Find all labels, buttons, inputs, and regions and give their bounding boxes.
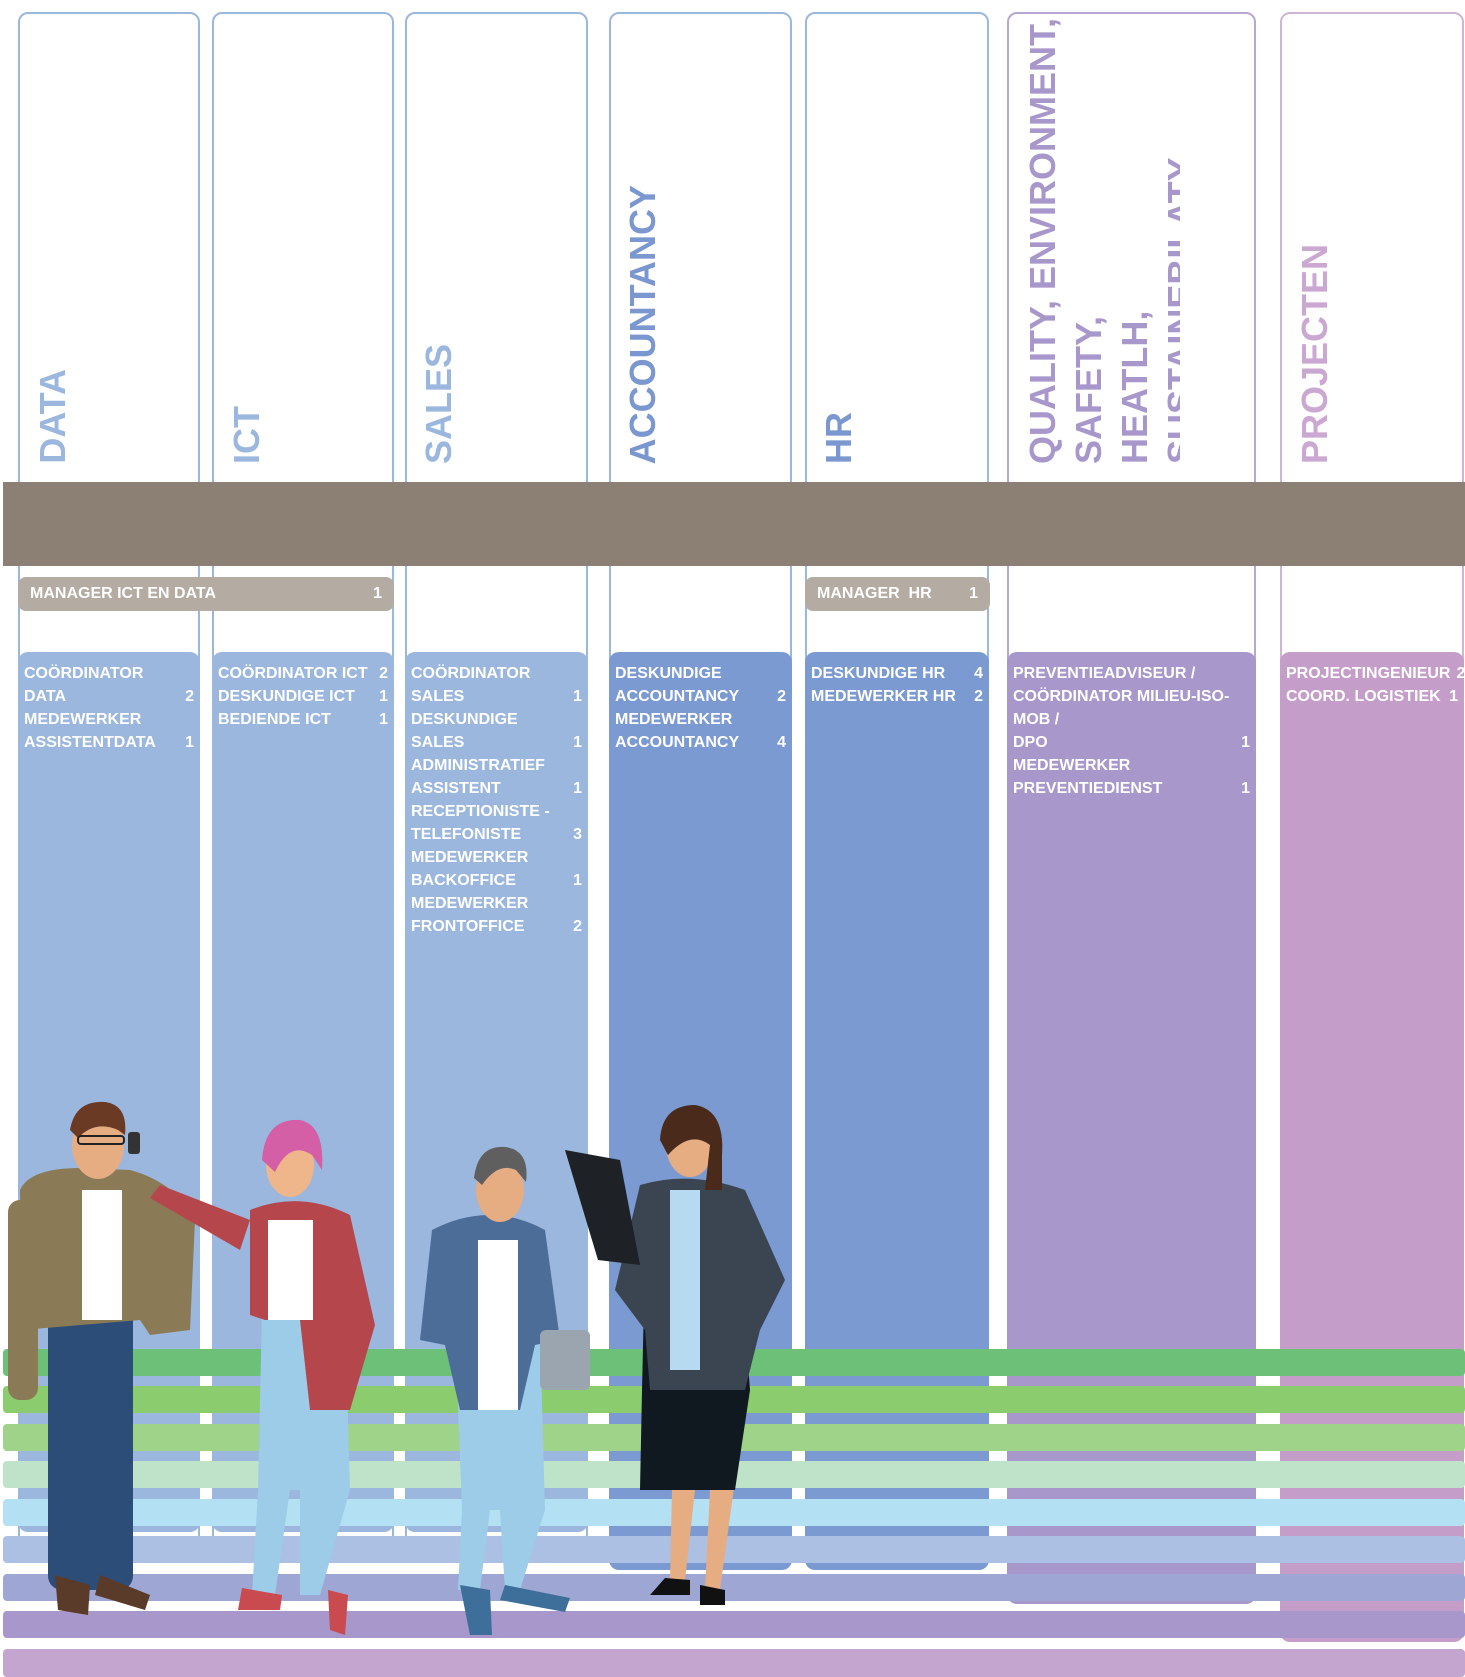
person-woman-pink-hair xyxy=(150,1119,375,1635)
role-label: MEDEWERKER FRONTOFFICE xyxy=(411,895,529,935)
role-row: DESKUNDIGE SALES 1 xyxy=(411,708,582,754)
role-row: MEDEWERKER ASSISTENTDATA 1 xyxy=(24,708,194,754)
column-body-hr: DESKUNDIGE HR 4 MEDEWERKER HR 2 xyxy=(805,652,989,1570)
role-label: COÖRDINATOR ICT xyxy=(218,665,368,682)
role-count: 2 xyxy=(777,688,786,705)
role-label: RECEPTIONISTE - TELEFONISTE xyxy=(411,803,550,843)
role-count: 4 xyxy=(777,734,786,751)
role-row: PROJECTINGENIEUR 2 xyxy=(1286,662,1465,685)
person-man-on-phone xyxy=(8,1101,195,1615)
column-header-accountancy: ACCOUNTANCY xyxy=(620,12,680,482)
role-label: MEDEWERKER ACCOUNTANCY xyxy=(615,711,740,751)
role-count: 1 xyxy=(1241,780,1250,797)
manager-count: 1 xyxy=(373,585,382,602)
role-count: 1 xyxy=(185,734,194,751)
department-title: SALES xyxy=(418,343,459,464)
role-row: MEDEWERKER ACCOUNTANCY 4 xyxy=(615,708,786,754)
role-row: COÖRDINATOR DATA 2 xyxy=(24,662,194,708)
role-row: DESKUNDIGE ACCOUNTANCY 2 xyxy=(615,662,786,708)
stripe-5 xyxy=(3,1499,1465,1526)
role-row: RECEPTIONISTE - TELEFONISTE 3 xyxy=(411,800,582,846)
column-body-projecten: PROJECTINGENIEUR 2 COORD. LOGISTIEK 1 xyxy=(1280,652,1465,1642)
role-row: PREVENTIEADVISEUR / COÖRDINATOR MILIEU-I… xyxy=(1013,662,1250,754)
role-count: 1 xyxy=(573,780,582,797)
role-row: MEDEWERKER FRONTOFFICE 2 xyxy=(411,892,582,938)
person-woman-tablet xyxy=(565,1105,785,1605)
role-label: MEDEWERKER BACKOFFICE xyxy=(411,849,529,889)
role-label: MEDEWERKER PREVENTIEDIENST xyxy=(1013,757,1163,797)
role-label: COÖRDINATOR SALES xyxy=(411,665,531,705)
role-label: MEDEWERKER HR xyxy=(811,688,956,705)
role-count: 2 xyxy=(185,688,194,705)
role-count: 1 xyxy=(1241,734,1250,751)
department-title: ICT xyxy=(226,406,267,464)
role-label: DESKUNDIGE SALES xyxy=(411,711,518,751)
role-row: MEDEWERKER BACKOFFICE 1 xyxy=(411,846,582,892)
manager-pill-ict-data: MANAGER ICT EN DATA 1 xyxy=(18,577,394,611)
manager-count: 1 xyxy=(969,585,978,602)
department-title: PROJECTEN xyxy=(1294,243,1335,464)
department-title: ACCOUNTANCY xyxy=(622,184,663,464)
role-count: 2 xyxy=(974,688,983,705)
role-count: 4 xyxy=(974,665,983,682)
column-header-qesh: QUALITY, ENVIRONMENT, SAFETY, HEATLH, SU… xyxy=(1020,12,1180,482)
column-header-data: DATA xyxy=(30,12,90,482)
role-row: MEDEWERKER HR 2 xyxy=(811,685,983,708)
role-count: 1 xyxy=(573,872,582,889)
role-count: 2 xyxy=(379,665,388,682)
column-header-projecten: PROJECTEN xyxy=(1292,12,1352,482)
role-row: ADMINISTRATIEF ASSISTENT 1 xyxy=(411,754,582,800)
role-row: COORD. LOGISTIEK 1 xyxy=(1286,685,1458,708)
manager-label: MANAGER HR xyxy=(817,585,932,602)
people-illustration xyxy=(8,1101,785,1635)
role-row: MEDEWERKER PREVENTIEDIENST 1 xyxy=(1013,754,1250,800)
role-row: DESKUNDIGE ICT 1 xyxy=(218,685,388,708)
role-count: 3 xyxy=(573,826,582,843)
manager-label: MANAGER ICT EN DATA xyxy=(30,585,217,602)
role-row: COÖRDINATOR ICT 2 xyxy=(218,662,388,685)
role-label: BEDIENDE ICT xyxy=(218,711,331,728)
role-count: 2 xyxy=(1456,665,1465,682)
role-label: COORD. LOGISTIEK xyxy=(1286,688,1441,705)
stripe-8 xyxy=(3,1611,1465,1638)
role-row: BEDIENDE ICT 1 xyxy=(218,708,388,731)
role-count: 1 xyxy=(379,688,388,705)
role-count: 2 xyxy=(573,918,582,935)
role-count: 1 xyxy=(573,734,582,751)
department-title: HR xyxy=(818,412,859,464)
role-label: MEDEWERKER ASSISTENTDATA xyxy=(24,711,156,751)
column-header-hr: HR xyxy=(816,12,876,482)
role-label: DESKUNDIGE ACCOUNTANCY xyxy=(615,665,740,705)
department-title: QUALITY, ENVIRONMENT, SAFETY, HEATLH, SU… xyxy=(1022,17,1180,464)
role-count: 1 xyxy=(1449,688,1458,705)
management-band xyxy=(3,482,1465,566)
role-count: 1 xyxy=(379,711,388,728)
department-title: DATA xyxy=(32,369,73,464)
stripe-6 xyxy=(3,1536,1465,1563)
role-label: PREVENTIEADVISEUR / COÖRDINATOR MILIEU-I… xyxy=(1013,665,1230,751)
role-row: COÖRDINATOR SALES 1 xyxy=(411,662,582,708)
manager-pill-hr: MANAGER HR 1 xyxy=(805,577,990,611)
role-label: ADMINISTRATIEF ASSISTENT xyxy=(411,757,545,797)
role-label: DESKUNDIGE HR xyxy=(811,665,946,682)
stripe-9 xyxy=(3,1649,1465,1677)
role-row: DESKUNDIGE HR 4 xyxy=(811,662,983,685)
person-man-jacket xyxy=(420,1146,590,1635)
role-count: 1 xyxy=(573,688,582,705)
role-label: COÖRDINATOR DATA xyxy=(24,665,144,705)
role-label: PROJECTINGENIEUR xyxy=(1286,665,1451,682)
column-header-sales: SALES xyxy=(416,12,476,482)
role-label: DESKUNDIGE ICT xyxy=(218,688,355,705)
column-header-ict: ICT xyxy=(224,12,284,482)
